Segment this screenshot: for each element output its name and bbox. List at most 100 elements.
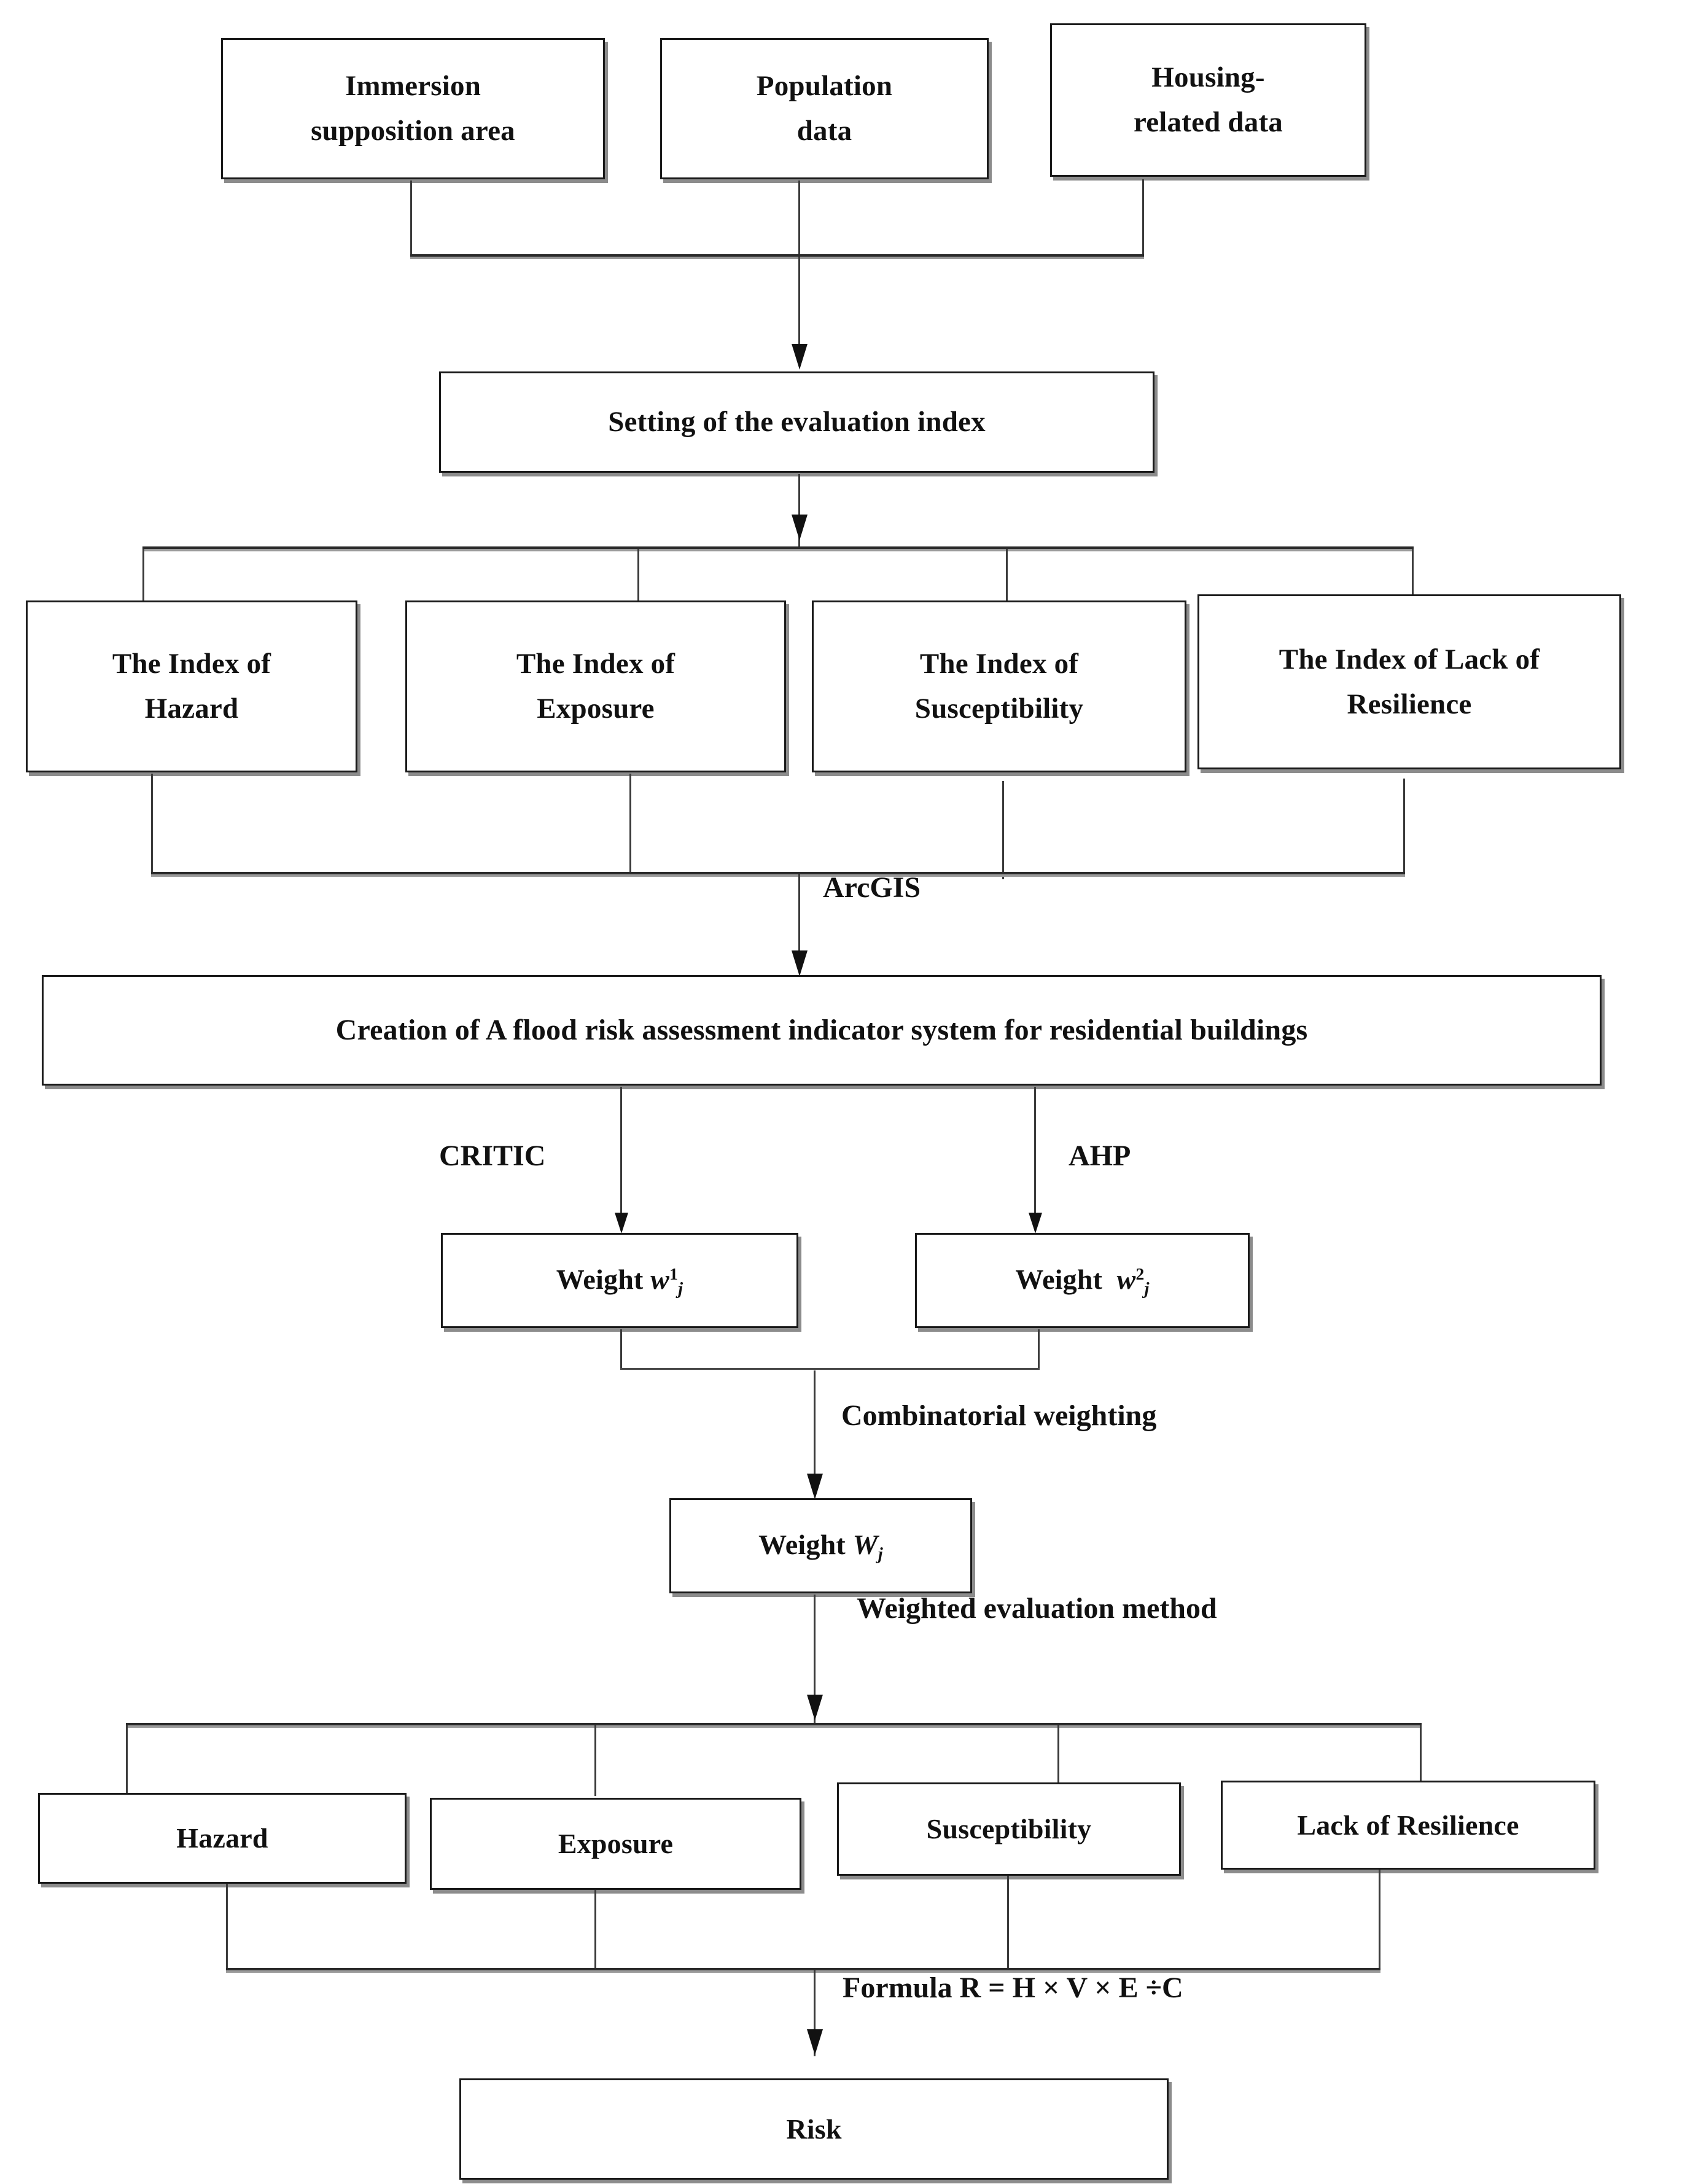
connector-merge-bar-sources [410,254,1144,257]
arrowhead-to-setting-index [792,344,808,370]
node-index-susceptibility-line1: The Index of [919,648,1079,680]
arrowhead-critic [615,1213,628,1234]
connector-fanout-branch-susceptibility [1006,549,1008,602]
connector-to-risk [814,1970,816,2056]
node-weight-w1-label: Weight w1j [556,1257,683,1303]
weight-w1-variable: w [650,1264,670,1296]
arrowhead-setting-fanout [792,515,808,540]
node-weight-Wj[interactable]: Weight Wj [669,1498,972,1593]
edge-label-ahp: AHP [1069,1140,1131,1172]
node-susceptibility-label: Susceptibility [926,1813,1092,1845]
weight-Wj-prefix: Weight [758,1529,846,1561]
connector-hazard-down [226,1884,228,1973]
node-index-hazard-line2: Hazard [144,693,239,725]
node-index-resilience-line2: Resilience [1347,688,1472,720]
connector-to-creation-system [798,874,800,966]
connector-lack-resilience-down [1379,1870,1380,1973]
node-index-of-susceptibility[interactable]: The Index of Susceptibility [812,600,1186,772]
weight-w1-prefix: Weight [556,1264,644,1296]
connector-merge-bar-indices [151,872,1405,874]
connector-fanout-branch-exposure [637,549,639,602]
weight-Wj-variable: W [852,1529,878,1561]
connector-weight-Wj-down [814,1595,816,1723]
connector-w2-down [1038,1329,1040,1369]
node-index-exposure-line2: Exposure [537,693,655,725]
connector-fanout-branch-susceptibility2 [1057,1725,1059,1784]
node-housing-related-data[interactable]: Housing- related data [1050,23,1366,177]
node-immersion-line1: Immersion [345,70,481,103]
arrowhead-ahp [1029,1213,1042,1234]
node-immersion-supposition-area[interactable]: Immersion supposition area [221,38,605,179]
connector-exposure-down [594,1890,596,1973]
node-index-of-exposure[interactable]: The Index of Exposure [405,600,786,772]
edge-label-formula: Formula R = H × V × E ÷C [843,1972,1183,2004]
edge-label-critic: CRITIC [439,1140,546,1172]
edge-label-combinatorial-weighting: Combinatorial weighting [841,1399,1157,1432]
arrowhead-to-weight-Wj [807,1474,823,1499]
weight-w2-prefix: Weight [1015,1264,1103,1296]
connector-housing-down [1142,179,1144,255]
connector-immersion-down [410,181,412,255]
node-creation-of-indicator-system[interactable]: Creation of A flood risk assessment indi… [42,975,1602,1086]
node-risk[interactable]: Risk [459,2078,1169,2180]
node-creation-system-label: Creation of A flood risk assessment indi… [335,1013,1308,1046]
connector-fanout-branch-hazard [142,549,144,602]
node-weight-Wj-label: Weight Wj [758,1523,883,1568]
edge-label-weighted-evaluation-method: Weighted evaluation method [857,1592,1217,1625]
node-setting-index-label: Setting of the evaluation index [608,406,986,438]
node-population-data[interactable]: Population data [660,38,989,179]
node-weight-w1[interactable]: Weight w1j [441,1233,798,1328]
weight-w2-subscript: j [1144,1280,1150,1299]
node-index-exposure-line1: The Index of [516,648,676,680]
node-population-line1: Population [756,70,893,103]
node-hazard[interactable]: Hazard [38,1793,407,1884]
connector-to-weight-Wj [814,1370,816,1492]
node-housing-line2: related data [1133,106,1283,138]
node-index-resilience-line1: The Index of Lack of [1279,643,1540,675]
arrowhead-to-creation-system [792,950,808,976]
node-exposure-label: Exposure [558,1828,674,1860]
node-index-of-hazard[interactable]: The Index of Hazard [26,600,357,772]
connector-susceptibility-down [1007,1876,1009,1973]
connector-fanout-branch-resilience2 [1420,1725,1422,1782]
connector-index-exposure-down [629,774,631,872]
connector-to-setting-index [798,257,800,360]
connector-fanout-bar-indices [142,546,1414,549]
node-population-line2: data [796,115,852,147]
weight-w2-variable: w [1116,1264,1136,1296]
weight-w1-subscript: j [678,1280,683,1299]
node-index-susceptibility-line2: Susceptibility [914,693,1084,725]
node-immersion-line2: supposition area [311,115,515,147]
connector-fanout-branch-hazard2 [126,1725,128,1793]
node-risk-label: Risk [786,2113,842,2145]
connector-index-hazard-down [151,774,153,872]
node-index-of-lack-of-resilience[interactable]: The Index of Lack of Resilience [1197,594,1621,769]
connector-population-down [798,181,800,255]
arrowhead-to-risk [807,2029,823,2055]
node-weight-w2-label: Weight w2j [1015,1257,1149,1303]
connector-setting-down [798,474,800,546]
connector-fanout-branch-exposure2 [594,1725,596,1796]
node-lack-of-resilience[interactable]: Lack of Resilience [1221,1781,1595,1870]
weight-w2-superscript: 2 [1135,1264,1145,1284]
node-hazard-label: Hazard [176,1822,268,1854]
connector-w1-down [620,1329,622,1369]
connector-fanout-branch-resilience [1412,549,1414,602]
node-exposure[interactable]: Exposure [430,1798,801,1890]
node-weight-w2[interactable]: Weight w2j [915,1233,1250,1328]
weight-Wj-subscript: j [878,1545,883,1564]
connector-index-resilience-down [1403,779,1405,877]
node-lack-resilience-label: Lack of Resilience [1297,1809,1519,1841]
weight-w1-superscript: 1 [669,1264,679,1284]
arrowhead-weighted-fanout [807,1695,823,1720]
connector-merge-bar-weights [620,1368,1040,1370]
node-susceptibility[interactable]: Susceptibility [837,1782,1181,1876]
node-index-hazard-line1: The Index of [112,648,271,680]
connector-merge-bar-components [226,1968,1380,1970]
connector-ahp-branch [1034,1087,1036,1230]
edge-label-arcgis: ArcGIS [823,871,921,904]
connector-critic-branch [620,1087,622,1230]
node-setting-of-evaluation-index[interactable]: Setting of the evaluation index [439,371,1154,473]
node-housing-line1: Housing- [1151,61,1265,94]
